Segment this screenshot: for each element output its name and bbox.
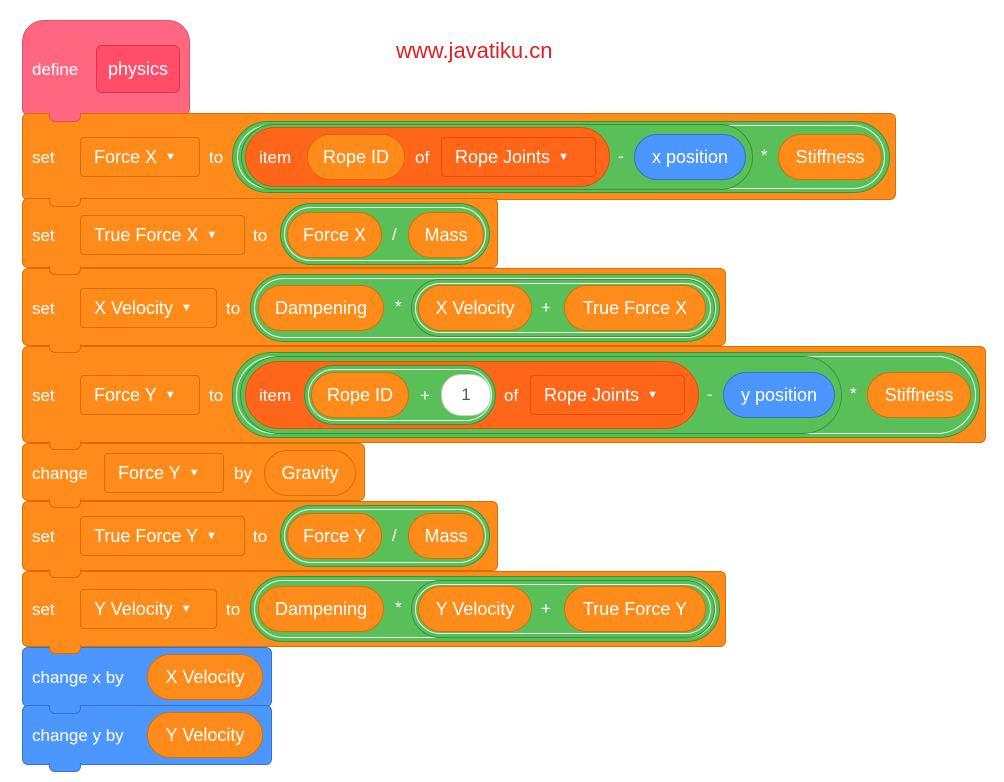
- dropdown-caret-icon: ▼: [180, 603, 192, 615]
- times-operator: *: [850, 384, 857, 403]
- to-label: to: [226, 299, 241, 318]
- dropdown-caret-icon: ▼: [206, 530, 217, 542]
- variable-dropdown[interactable]: X Velocity ▼: [80, 288, 217, 328]
- operator-outline: [415, 283, 711, 333]
- plus-operator: +: [541, 298, 551, 317]
- operator-outline: [254, 278, 716, 338]
- change-label: change: [32, 464, 88, 483]
- variable-dropdown[interactable]: Force Y ▼: [80, 375, 200, 415]
- true-force-y-reporter[interactable]: True Force Y: [564, 586, 706, 632]
- operator-outline: [284, 207, 486, 261]
- variable-dropdown[interactable]: Force X ▼: [80, 137, 200, 177]
- item-label: item: [259, 148, 292, 167]
- to-label: to: [253, 527, 268, 546]
- variable-name: X Velocity: [94, 297, 174, 318]
- variable-name: True Force Y: [94, 525, 199, 546]
- plus-operator: +: [541, 599, 551, 618]
- divide-symbol: /: [392, 526, 397, 545]
- mass-reporter[interactable]: Mass: [408, 212, 484, 258]
- minus-operator: -: [707, 385, 713, 404]
- rope-id-reporter[interactable]: Rope ID: [311, 372, 409, 418]
- list-dropdown[interactable]: Rope Joints ▼: [441, 137, 596, 177]
- to-label: to: [226, 600, 241, 619]
- to-label: to: [209, 148, 224, 167]
- list-dropdown[interactable]: Rope Joints ▼: [530, 375, 685, 415]
- item-label: item: [259, 386, 292, 405]
- dropdown-caret-icon: ▼: [206, 229, 218, 241]
- gravity-reporter[interactable]: Gravity: [264, 450, 356, 496]
- x-velocity-reporter[interactable]: X Velocity: [147, 654, 263, 700]
- times-operator: *: [395, 598, 402, 617]
- by-label: by: [234, 464, 252, 483]
- list-name: Rope Joints: [455, 146, 551, 167]
- of-label: of: [415, 148, 430, 167]
- custom-block-name[interactable]: physics: [96, 45, 180, 93]
- variable-name: Force Y: [118, 462, 181, 483]
- operator-outline: [415, 584, 711, 634]
- to-label: to: [209, 386, 224, 405]
- variable-name: True Force X: [94, 224, 199, 245]
- stiffness-reporter[interactable]: Stiffness: [867, 372, 971, 418]
- divide-symbol: /: [392, 225, 397, 244]
- set-label: set: [32, 148, 55, 167]
- variable-dropdown[interactable]: Force Y ▼: [104, 453, 224, 493]
- rope-id-reporter[interactable]: Rope ID: [307, 134, 405, 180]
- set-label: set: [32, 386, 55, 405]
- dampening-reporter[interactable]: Dampening: [258, 285, 384, 331]
- times-operator: *: [395, 297, 402, 316]
- force-x-reporter[interactable]: Force X: [287, 212, 382, 258]
- dropdown-caret-icon: ▼: [647, 389, 658, 401]
- force-y-reporter[interactable]: Force Y: [287, 513, 382, 559]
- of-label: of: [504, 386, 519, 405]
- stiffness-reporter[interactable]: Stiffness: [778, 134, 882, 180]
- y-position-reporter[interactable]: y position: [723, 372, 835, 418]
- variable-dropdown[interactable]: True Force X ▼: [80, 215, 245, 255]
- plus-operator: +: [420, 386, 430, 405]
- set-label: set: [32, 527, 55, 546]
- y-velocity-reporter[interactable]: Y Velocity: [147, 712, 263, 758]
- minus-operator: -: [618, 147, 624, 166]
- y-velocity-reporter[interactable]: Y Velocity: [418, 586, 532, 632]
- define-keyword: define: [32, 60, 79, 79]
- times-operator: *: [761, 146, 768, 165]
- list-name: Rope Joints: [544, 384, 640, 405]
- operator-outline: [284, 509, 486, 563]
- mass-reporter[interactable]: Mass: [408, 513, 484, 559]
- change-x-label: change x by: [32, 668, 124, 687]
- true-force-x-reporter[interactable]: True Force X: [564, 285, 706, 331]
- variable-dropdown[interactable]: Y Velocity ▼: [80, 589, 217, 629]
- dampening-reporter[interactable]: Dampening: [258, 586, 384, 632]
- x-position-reporter[interactable]: x position: [634, 134, 746, 180]
- dropdown-caret-icon: ▼: [558, 151, 569, 163]
- to-label: to: [253, 226, 268, 245]
- set-label: set: [32, 600, 55, 619]
- dropdown-caret-icon: ▼: [188, 467, 200, 479]
- variable-name: Force X: [94, 146, 158, 167]
- x-velocity-reporter[interactable]: X Velocity: [418, 285, 532, 331]
- set-label: set: [32, 299, 55, 318]
- variable-name: Y Velocity: [94, 598, 173, 619]
- watermark: www.javatiku.cn: [396, 38, 553, 63]
- variable-dropdown[interactable]: True Force Y ▼: [80, 516, 245, 556]
- change-y-label: change y by: [32, 726, 124, 745]
- dropdown-caret-icon: ▼: [165, 151, 176, 163]
- variable-name: Force Y: [94, 384, 157, 405]
- number-input[interactable]: 1: [441, 374, 491, 416]
- operator-outline: [308, 369, 492, 421]
- dropdown-caret-icon: ▼: [181, 302, 192, 314]
- set-label: set: [32, 226, 55, 245]
- dropdown-caret-icon: ▼: [164, 389, 176, 401]
